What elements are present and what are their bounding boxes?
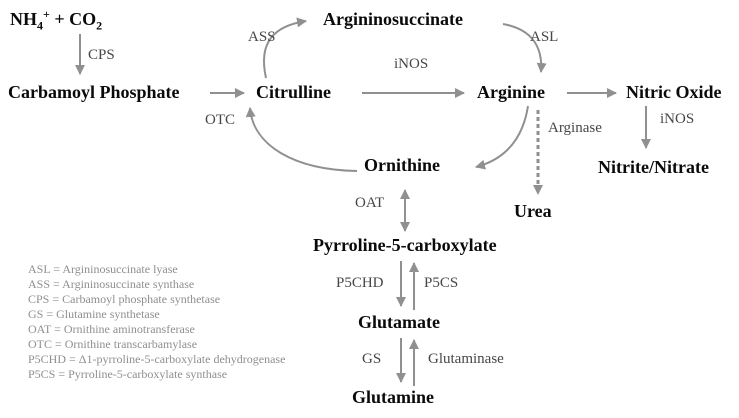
node-glutamine: Glutamine (352, 387, 435, 407)
enzyme-label-gs: GS (362, 351, 382, 367)
enzyme-label-p5chd: P5CHD (336, 275, 384, 291)
enzyme-label-arginase: Arginase (548, 120, 602, 136)
formula-base2: + CO (49, 9, 97, 29)
node-urea: Urea (514, 201, 552, 221)
node-ornithine: Ornithine (364, 155, 441, 175)
node-argininosuccinate: Argininosuccinate (323, 9, 464, 29)
legend-line-p5chd: P5CHD = Δ1-pyrroline-5-carboxylate dehyd… (28, 352, 286, 366)
formula-base1: NH (10, 9, 37, 29)
legend-line-oat: OAT = Ornithine aminotransferase (28, 322, 195, 336)
enzyme-label-glutaminase: Glutaminase (428, 351, 504, 367)
legend-line-cps: CPS = Carbamoyl phosphate synthetase (28, 292, 221, 306)
enzyme-label-oat: OAT (355, 195, 385, 211)
node-nitric-oxide: Nitric Oxide (626, 82, 722, 102)
legend-line-p5cs: P5CS = Pyrroline-5-carboxylate synthase (28, 367, 228, 381)
enzyme-label-ass: ASS (248, 29, 276, 45)
enzyme-label-inos-right: iNOS (660, 111, 695, 127)
node-arginine: Arginine (477, 82, 546, 102)
legend-line-ass: ASS = Argininosuccinate synthase (28, 277, 195, 291)
arrow-asl-curve (502, 23, 547, 73)
enzyme-label-asl: ASL (530, 29, 559, 45)
enzyme-label-otc: OTC (205, 112, 235, 128)
arrow-otc-curve (245, 107, 358, 172)
node-glutamate: Glutamate (358, 312, 440, 332)
enzyme-label-p5cs: P5CS (424, 275, 459, 291)
formula-sub2: 2 (96, 18, 103, 33)
node-pyrroline-5-carboxylate: Pyrroline-5-carboxylate (313, 235, 497, 255)
formula-sup-plus: + (43, 7, 50, 21)
node-ammonia-co2: NH4+ + CO2 (10, 8, 102, 32)
node-carbamoyl-phosphate: Carbamoyl Phosphate (8, 82, 180, 102)
enzyme-label-inos-top: iNOS (394, 56, 429, 72)
enzyme-label-cps: CPS (88, 47, 115, 63)
formula-sub4: 4 (37, 18, 43, 33)
arrow-arginine-to-ornithine (475, 105, 529, 170)
abbreviation-legend: ASL = Argininosuccinate lyase ASS = Argi… (28, 262, 285, 382)
legend-line-gs: GS = Glutamine synthetase (28, 307, 160, 321)
legend-line-asl: ASL = Argininosuccinate lyase (28, 262, 178, 276)
arrow-ass-curve (263, 17, 307, 79)
node-citrulline: Citrulline (256, 82, 331, 102)
node-nitrite-nitrate: Nitrite/Nitrate (598, 157, 709, 177)
legend-line-otc: OTC = Ornithine transcarbamylase (28, 337, 198, 351)
